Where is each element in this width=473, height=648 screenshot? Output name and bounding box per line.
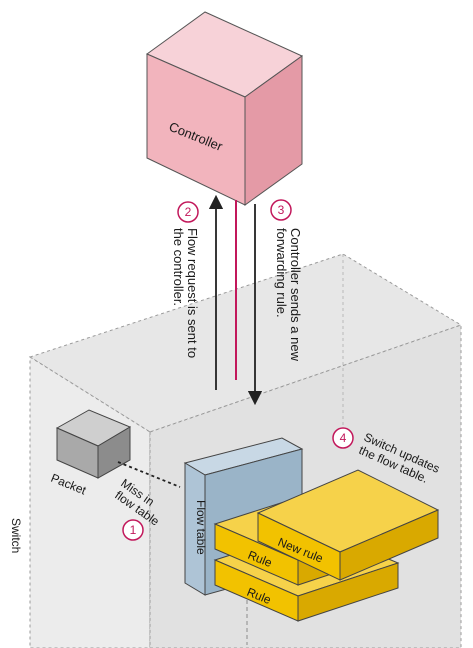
step-1-badge xyxy=(122,519,144,541)
step-2: 2 Flow request is sent to the controller… xyxy=(171,201,200,358)
step-2-line2: the controller. xyxy=(171,228,186,306)
controller-cube: Controller xyxy=(145,11,303,206)
step-1-number: 1 xyxy=(130,523,137,537)
step-3-line2: forwarding rule. xyxy=(274,228,289,318)
step-3-number: 3 xyxy=(278,203,285,217)
switch-label: Switch xyxy=(9,518,23,553)
packet-miss-path xyxy=(117,461,181,488)
step-2-line1: Flow request is sent to xyxy=(185,228,200,358)
step-2-number: 2 xyxy=(185,205,192,219)
packet-side-face xyxy=(97,426,131,479)
new-rule-side-face xyxy=(339,509,439,581)
flow-table-label: Flow table xyxy=(194,500,208,555)
switch-top-face xyxy=(28,253,463,433)
step-2-badge xyxy=(177,201,199,223)
step-3-line1: Controller sends a new xyxy=(288,228,303,362)
step-4-badge xyxy=(332,427,354,449)
step-4-number: 4 xyxy=(340,431,347,445)
rule-bottom-side-face xyxy=(297,562,399,622)
control-channel xyxy=(208,194,263,406)
step-3: 3 Controller sends a new forwarding rule… xyxy=(270,199,303,362)
step-3-badge xyxy=(270,199,292,221)
rule-slab-new: New rule xyxy=(256,469,440,581)
controller-side-face xyxy=(244,55,303,206)
